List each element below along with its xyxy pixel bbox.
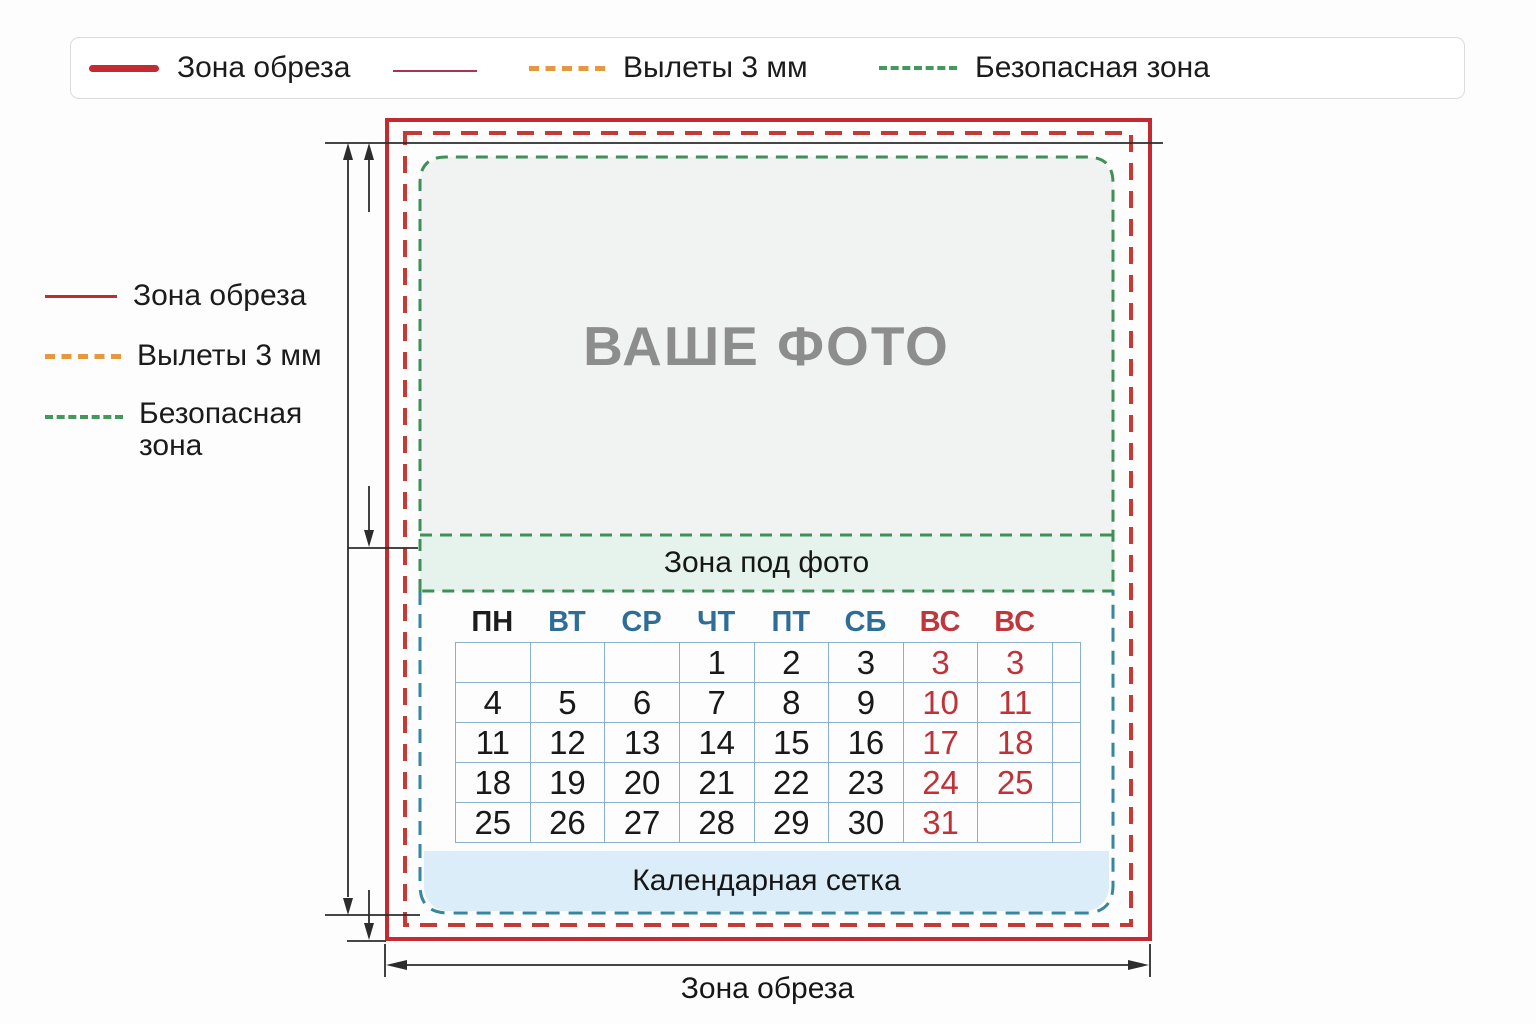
calendar-cell: 9 bbox=[829, 683, 904, 723]
calendar-cell bbox=[1053, 683, 1081, 723]
day-header: ПН bbox=[471, 605, 514, 638]
legend-item-safe-zone: Безопасная зона bbox=[45, 397, 339, 463]
calendar-grid-band: Календарная сетка bbox=[424, 851, 1109, 911]
calendar-cell: 24 bbox=[903, 763, 979, 803]
calendar-cell: 2 bbox=[754, 643, 830, 683]
legend-item-label: Вылеты 3 мм bbox=[623, 51, 808, 84]
day-header-spacer bbox=[1052, 602, 1080, 642]
day-header: СР bbox=[621, 605, 662, 638]
day-header: ПТ bbox=[771, 605, 811, 638]
calendar-cell: 17 bbox=[903, 723, 979, 763]
trim-line-thin-swatch-icon bbox=[393, 70, 477, 72]
calendar-cell bbox=[1053, 723, 1081, 763]
day-header: ВТ bbox=[548, 605, 586, 638]
calendar-cell bbox=[456, 643, 531, 683]
bleed-line-swatch-icon bbox=[529, 65, 605, 71]
calendar-cell: 6 bbox=[605, 683, 680, 723]
calendar-cell: 13 bbox=[605, 723, 680, 763]
calendar-cell: 18 bbox=[456, 763, 531, 803]
calendar-cell: 31 bbox=[903, 803, 979, 843]
calendar-cell: 28 bbox=[679, 803, 755, 843]
calendar-cell bbox=[1053, 643, 1081, 683]
legend-item-safe-zone: Безопасная зона bbox=[879, 38, 1210, 98]
safe-zone-line-swatch-icon bbox=[45, 415, 123, 419]
legend-top-bar: Зона обреза Вылеты 3 мм Безопасная зона bbox=[70, 37, 1465, 99]
calendar-cell: 10 bbox=[903, 683, 979, 723]
day-header-row: ПН ВТ СР ЧТ ПТ СБ ВС ВС bbox=[455, 602, 1080, 642]
calendar-cell: 25 bbox=[978, 763, 1053, 803]
calendar-cell: 7 bbox=[679, 683, 755, 723]
calendar-cell: 26 bbox=[530, 803, 606, 843]
calendar-cell: 14 bbox=[679, 723, 755, 763]
calendar-cell: 3 bbox=[829, 643, 904, 683]
calendar-cell: 23 bbox=[829, 763, 904, 803]
calendar-cell: 3 bbox=[978, 643, 1053, 683]
photo-zone-label: Зона под фото bbox=[663, 546, 870, 579]
trim-line-swatch-icon bbox=[45, 294, 117, 298]
calendar-cell: 22 bbox=[754, 763, 830, 803]
calendar-cell bbox=[1053, 803, 1081, 843]
calendar-cell: 16 bbox=[829, 723, 904, 763]
calendar-cell bbox=[1053, 763, 1081, 803]
calendar-cell: 20 bbox=[605, 763, 680, 803]
legend-item-label: Безопасная зона bbox=[139, 397, 303, 463]
calendar-cell: 12 bbox=[530, 723, 606, 763]
calendar-cell: 15 bbox=[754, 723, 830, 763]
calendar-cell: 11 bbox=[456, 723, 531, 763]
calendar-grid-label: Календарная сетка bbox=[632, 864, 901, 897]
calendar-cell: 5 bbox=[530, 683, 606, 723]
legend-item-bleed: Вылеты 3 мм bbox=[529, 38, 808, 98]
legend-item-bleed: Вылеты 3 мм bbox=[45, 339, 322, 372]
legend-item-trim: Зона обреза bbox=[45, 279, 307, 312]
calendar-cell: 30 bbox=[829, 803, 904, 843]
safe-zone-line-swatch-icon bbox=[879, 66, 957, 70]
calendar-cell: 18 bbox=[978, 723, 1053, 763]
bleed-line-swatch-icon bbox=[45, 353, 121, 359]
calendar-cell: 11 bbox=[978, 683, 1053, 723]
calendar-cell: 27 bbox=[605, 803, 680, 843]
calendar-cell: 21 bbox=[679, 763, 755, 803]
photo-zone-band: Зона под фото bbox=[420, 535, 1113, 591]
calendar-cell bbox=[530, 643, 606, 683]
photo-placeholder-text: ВАШЕ ФОТО bbox=[583, 315, 950, 377]
legend-item-trim: Зона обреза bbox=[89, 38, 350, 98]
calendar-cell: 25 bbox=[456, 803, 531, 843]
trim-zone-bottom-label: Зона обреза bbox=[680, 972, 855, 1005]
day-header: ВС bbox=[994, 605, 1036, 638]
calendar-cell: 4 bbox=[456, 683, 531, 723]
calendar-cell: 1 bbox=[679, 643, 755, 683]
calendar-cell bbox=[978, 803, 1053, 843]
legend-item-label: Зона обреза bbox=[177, 51, 351, 84]
day-header: СБ bbox=[844, 605, 887, 638]
calendar-cell bbox=[605, 643, 680, 683]
photo-area: ВАШЕ ФОТО bbox=[420, 157, 1113, 535]
day-header: ЧТ bbox=[697, 605, 736, 638]
calendar-cell: 19 bbox=[530, 763, 606, 803]
calendar-cell: 8 bbox=[754, 683, 830, 723]
calendar-cell: 29 bbox=[754, 803, 830, 843]
legend-item-label: Вылеты 3 мм bbox=[137, 339, 322, 372]
day-header: ВС bbox=[919, 605, 961, 638]
calendar-cell: 3 bbox=[903, 643, 979, 683]
legend-item-label: Безопасная зона bbox=[975, 51, 1210, 84]
trim-line-swatch-icon bbox=[89, 64, 159, 72]
legend-item-label: Зона обреза bbox=[133, 279, 307, 312]
